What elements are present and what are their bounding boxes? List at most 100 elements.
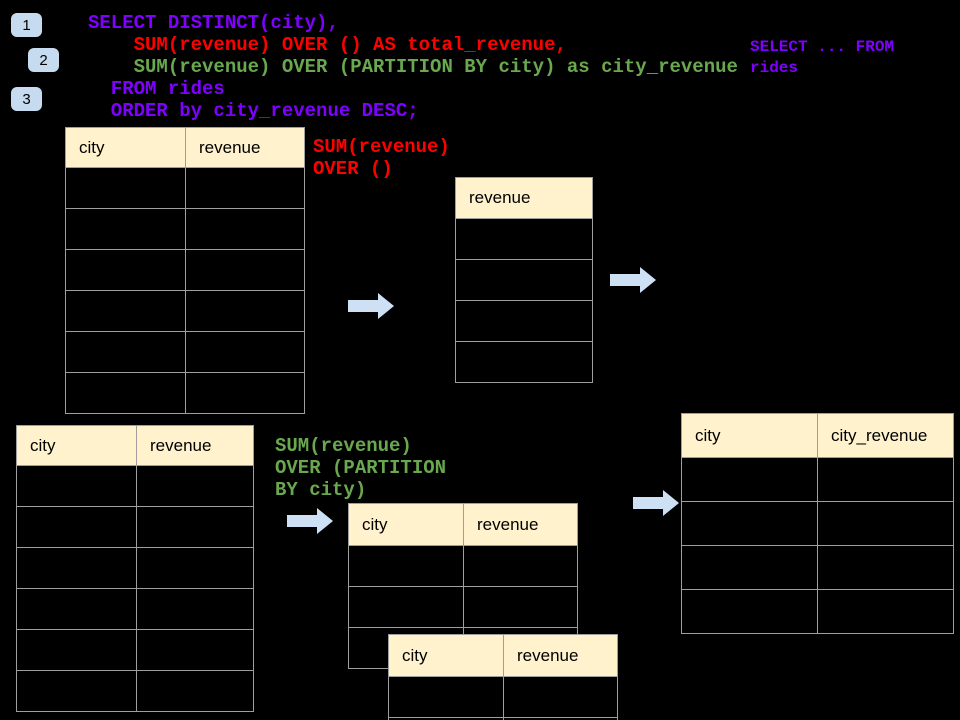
table-row [65,290,305,332]
column-header-revenue: revenue [463,503,578,546]
table-cell [185,167,305,209]
table-row [65,331,305,373]
table-row [681,457,954,502]
table-cell [16,670,137,712]
table-row [65,208,305,250]
annotation-partition-line-1: SUM(revenue) [275,435,412,457]
column-header-revenue: revenue [455,177,593,219]
table-cell [16,506,137,548]
table-cell [681,501,818,546]
table-header-row: city revenue [16,425,254,466]
table-header-row: city revenue [348,503,578,546]
step-badge-3: 3 [11,87,42,111]
step-badge-1: 1 [11,13,42,37]
table-source-rides-top: city revenue [65,127,305,414]
table-row [16,588,254,630]
column-header-city: city [388,634,504,677]
table-cell [65,290,186,332]
table-cell [817,545,954,590]
table-revenue-column: revenue [455,177,593,383]
table-cell [348,545,464,587]
column-header-city-revenue: city_revenue [817,413,954,458]
step-badge-2: 2 [28,48,59,72]
table-row [65,167,305,209]
flow-arrow-total-step1 [348,293,394,319]
table-row [65,249,305,291]
table-cell [136,670,254,712]
table-cell [185,249,305,291]
table-cell [136,629,254,671]
table-header-row: city revenue [388,634,618,677]
table-row [65,372,305,414]
table-cell [463,545,578,587]
annotation-partition-line-3: BY city) [275,479,367,501]
table-row [16,629,254,671]
table-cell [16,547,137,589]
table-cell [503,717,618,720]
sql-line-from: FROM rides [88,78,225,100]
table-cell [455,341,593,383]
table-cell [388,676,504,718]
table-cell [817,501,954,546]
table-cell [136,465,254,507]
table-row [388,717,618,720]
table-row [388,676,618,718]
annotation-total-revenue: SUM(revenue) OVER () [313,136,450,180]
side-note-line-1: SELECT ... FROM [750,38,895,56]
column-header-city: city [65,127,186,168]
column-header-city: city [681,413,818,458]
column-header-revenue: revenue [503,634,618,677]
table-row [455,341,593,383]
table-cell [817,589,954,634]
table-row [455,300,593,342]
table-cell [681,457,818,502]
table-cell [136,588,254,630]
table-source-rides-bottom: city revenue [16,425,254,712]
sql-code-block: SELECT DISTINCT(city), SUM(revenue) OVER… [88,12,738,122]
table-row [455,218,593,260]
table-cell [463,586,578,628]
annotation-partition-line-2: OVER (PARTITION [275,457,447,479]
table-cell [681,589,818,634]
sql-line-select: SELECT DISTINCT(city), [88,12,339,34]
table-cell [455,218,593,260]
annotation-partition-revenue: SUM(revenue) OVER (PARTITION BY city) [275,435,446,501]
table-cell [185,331,305,373]
table-cell [65,249,186,291]
table-row [16,547,254,589]
table-row [681,545,954,590]
table-cell [503,676,618,718]
table-cell [185,290,305,332]
sql-line-order: ORDER by city_revenue DESC; [88,100,419,122]
column-header-revenue: revenue [136,425,254,466]
annotation-total-line-1: SUM(revenue) [313,136,450,158]
table-row [455,259,593,301]
table-row [681,501,954,546]
table-cell [681,545,818,590]
table-cell [65,167,186,209]
table-result-city-revenue: city city_revenue [681,413,954,634]
sql-line-sum-partition: SUM(revenue) OVER (PARTITION BY city) as… [88,56,738,78]
table-row [681,589,954,634]
column-header-city: city [16,425,137,466]
column-header-revenue: revenue [185,127,305,168]
table-cell [16,629,137,671]
table-row [348,545,578,587]
table-cell [817,457,954,502]
sql-line-sum-over: SUM(revenue) OVER () AS total_revenue, [88,34,567,56]
annotation-total-line-2: OVER () [313,158,393,180]
column-header-city: city [348,503,464,546]
table-header-row: city city_revenue [681,413,954,458]
table-cell [65,208,186,250]
side-note-code: SELECT ... FROM rides [750,37,894,79]
table-cell [185,208,305,250]
table-row [16,670,254,712]
table-cell [16,588,137,630]
table-row [16,465,254,507]
table-cell [348,586,464,628]
table-cell [136,547,254,589]
table-cell [455,259,593,301]
table-cell [185,372,305,414]
table-cell [136,506,254,548]
